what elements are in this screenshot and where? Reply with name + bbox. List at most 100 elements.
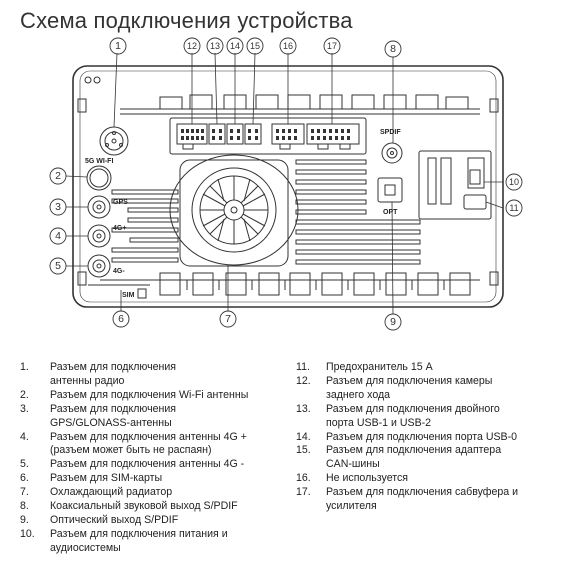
legend-item-number: 2. [20,388,29,401]
legend-item-line: Разъем для подключения Wi-Fi антенны [50,388,249,401]
top-mounting-tabs [120,94,480,115]
legend-item-line: CAN-шины [326,458,380,471]
gps-antenna-connector-3 [87,195,111,219]
connector-16 [271,123,305,145]
label-spdif: SPDIF [380,129,401,136]
legend-item-line: Не используется [326,472,409,485]
label-opt: OPT [383,209,398,216]
legend-item-line: заднего хода [326,388,391,401]
legend-item-line: Разъем для подключения порта USB-0 [326,430,518,443]
legend-item: 9. Оптический выход S/PDIF [20,514,280,528]
callout-8: 8 [390,43,396,55]
legend-item-line: Предохранитель 15 А [326,361,433,373]
legend-item-line: Охлаждающий радиатор [50,486,173,499]
legend-item: 4.Разъем для подключения антенны 4G +(ра… [20,431,280,459]
label-4g-plus: 4G+ [113,225,126,232]
legend-item-text: Охлаждающий радиатор [50,486,280,500]
callout-10: 10 [509,177,519,187]
left-heatsink-fins [111,189,179,263]
callout-15: 15 [250,41,260,51]
legend-item-line: Оптический выход S/PDIF [50,513,179,526]
label-wifi: 5G WI-FI [85,158,113,165]
legend-item: 16.Не используется [296,472,546,486]
legend-right-column: 11. Предохранитель 15 А 12. Разъем для подк… [296,361,546,514]
callout-circles [49,37,523,331]
label-4g-minus: 4G- [113,268,125,275]
legend-item-number: 1. [20,361,29,373]
callout-14: 14 [230,41,240,51]
legend-item-line: аудиосистемы [50,541,121,554]
legend-item-line: Разъем для подключения двойного [326,402,500,415]
connector-17 [306,123,360,145]
legend-item-text: Коаксиальный звуковой выход S/PDIF [50,500,280,514]
connector-15 [244,123,262,145]
legend-item-line: антенны радио [50,374,125,387]
callout-7: 7 [225,313,231,325]
legend-item-number: 7. [20,486,29,499]
legend-item: 8. Коаксиальный звуковой выход S/PDIF [20,500,280,514]
callout-1: 1 [115,40,121,52]
legend-item-number: 17. [296,486,311,499]
legend-item: 14.Разъем для подключения порта USB-0 [296,431,546,445]
legend-item-text: Разъем для подключения порта USB-0 [326,431,546,445]
legend-item: 11. Предохранитель 15 А [296,361,546,375]
housing-hole [93,76,101,84]
legend-item-line: Разъем для подключения антенны 4G - [50,458,245,471]
legend-item-number: 12. [296,374,311,387]
legend-item-line: Разъем для подключения сабвуфера и [326,486,519,499]
power-audio-connector-10 [418,150,492,220]
legend-item: 6. Разъем для SIM-карты [20,472,280,486]
legend-item-line: Разъем для подключения [50,402,177,415]
housing-hole [84,76,92,84]
callout-9: 9 [390,316,396,328]
legend-item-number: 9. [20,513,29,526]
legend-item-text: Разъем для подключения Wi-Fi антенны [50,389,280,403]
callout-16: 16 [283,41,293,51]
legend-item: 2. Разъем для подключения Wi-Fi антенны [20,389,280,403]
legend-item-text: Разъем для подключения антенны 4G - [50,458,280,472]
legend-item-line: Разъем для SIM-карты [50,472,163,485]
legend-item-number: 13. [296,402,311,415]
legend-item-number: 8. [20,500,29,513]
legend-item-number: 4. [20,430,29,443]
callout-17: 17 [327,41,337,51]
connector-12 [176,123,208,145]
legend-item-line: (разъем может быть не распаян) [50,444,212,457]
device-rear-panel-diagram: 1 2 3 4 5 6 7 8 9 10 11 12 13 14 15 16 1… [49,37,523,331]
callout-leader-lines [65,52,504,315]
legend-item-text: Не используется [326,472,546,486]
legend-item-number: 6. [20,472,29,485]
callout-2: 2 [55,170,61,182]
callout-3: 3 [55,201,61,213]
legend-item-line: Разъем для подключения питания и [50,527,228,540]
legend-item-line: Разъем для подключения камеры [326,374,493,387]
callout-6: 6 [118,313,124,325]
legend-item-text: Разъем для SIM-карты [50,472,280,486]
legend-item-number: 10. [20,527,35,540]
connector-14 [226,123,244,145]
antenna-connector-1 [99,126,129,156]
legend-item-line: Разъем для подключения адаптера [326,444,502,457]
legend-item-line: GPS/GLONASS-антенны [50,416,172,429]
4g-minus-antenna-connector-5 [87,254,111,278]
wifi-antenna-connector-2 [86,165,112,191]
callout-13: 13 [210,41,220,51]
page-title: Схема подключения устройства [20,8,353,33]
legend-item: 7. Охлаждающий радиатор [20,486,280,500]
legend-item-text: Оптический выход S/PDIF [50,514,280,528]
legend-item-text: Предохранитель 15 А [326,361,546,375]
legend-item-number: 11. [296,361,310,373]
legend-item-line: Разъем для подключения [50,361,177,373]
label-sim: SIM [122,292,135,299]
